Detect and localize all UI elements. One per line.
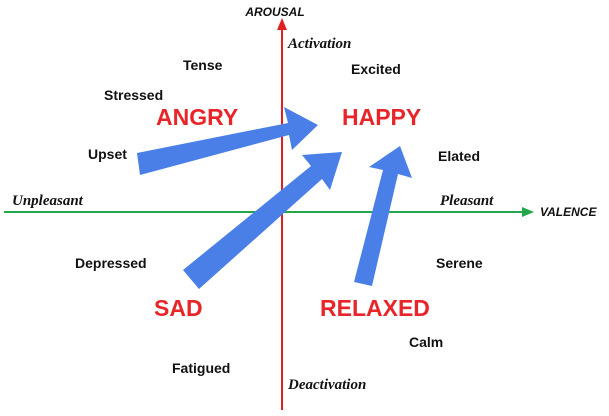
word-fatigued: Fatigued: [172, 360, 230, 376]
deactivation-label: Deactivation: [287, 377, 366, 393]
word-calm: Calm: [409, 334, 443, 350]
state-happy: HAPPY: [342, 104, 421, 130]
word-upset: Upset: [88, 146, 127, 162]
valence-label: VALENCE: [540, 205, 597, 219]
word-stressed: Stressed: [104, 87, 163, 103]
arrow-relaxed-to-happy: [354, 146, 412, 286]
state-angry: ANGRY: [156, 104, 238, 130]
valence-axis-arrowhead: [522, 207, 534, 217]
pleasant-label: Pleasant: [440, 193, 494, 209]
word-elated: Elated: [438, 148, 480, 164]
unpleasant-label: Unpleasant: [12, 193, 84, 209]
word-depressed: Depressed: [75, 255, 147, 271]
word-serene: Serene: [436, 255, 483, 271]
state-sad: SAD: [154, 295, 203, 321]
activation-label: Activation: [287, 36, 351, 52]
word-excited: Excited: [351, 61, 401, 77]
state-relaxed: RELAXED: [320, 295, 430, 321]
word-tense: Tense: [183, 57, 223, 73]
arrow-sad-to-happy: [183, 152, 342, 289]
arousal-axis-arrowhead: [277, 18, 287, 30]
arousal-label: AROUSAL: [244, 5, 304, 19]
arrow-angry-to-happy: [137, 107, 318, 175]
